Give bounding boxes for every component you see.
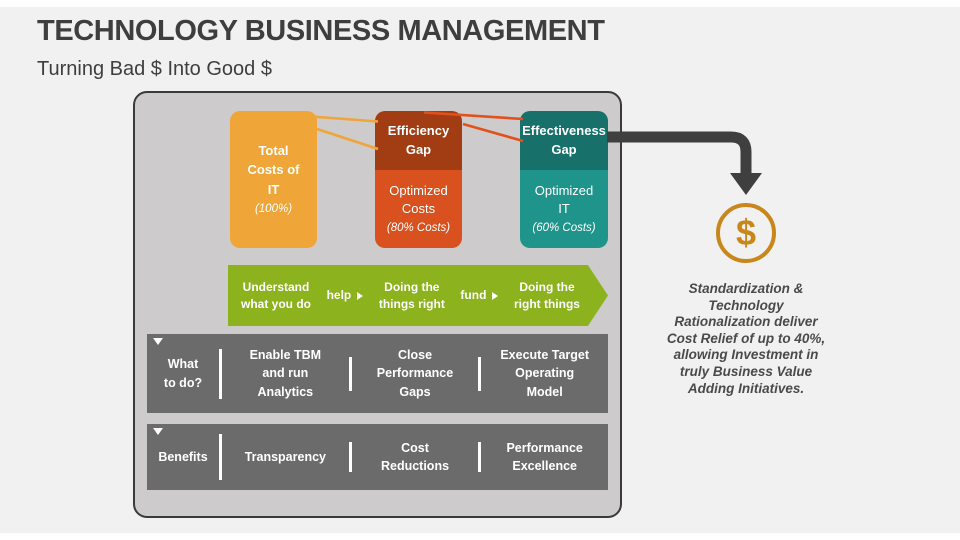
- page-title: TECHNOLOGY BUSINESS MANAGEMENT: [37, 15, 605, 47]
- fund-arrow-icon: [492, 291, 499, 300]
- optimized-costs-percent: (80% Costs): [386, 222, 451, 235]
- optimized-costs-label: Optimized Costs: [389, 182, 448, 216]
- help-link: help: [327, 287, 364, 303]
- dollar-icon: $: [716, 203, 776, 263]
- optimized-it-percent: (60% Costs): [532, 222, 596, 235]
- page-subtitle: Turning Bad $ Into Good $: [37, 58, 272, 80]
- fund-link: fund: [460, 287, 499, 303]
- step-doing-things-right: Doing the things right: [378, 280, 445, 311]
- total-costs-label: Total Costs of IT: [247, 142, 300, 197]
- fund-label: fund: [460, 288, 487, 303]
- what-to-do-item: Enable TBM and run Analytics: [249, 348, 322, 399]
- divider: [348, 356, 352, 391]
- effectiveness-gap-box: Effectiveness Gap Optimized IT (60% Cost…: [520, 111, 608, 248]
- efficiency-gap-header: Efficiency Gap: [375, 111, 462, 170]
- step-doing-right-things: Doing the right things: [513, 280, 580, 311]
- dollar-sign: $: [735, 212, 757, 253]
- total-costs-percent: (100%): [254, 203, 293, 216]
- help-arrow-icon: [357, 291, 364, 300]
- what-to-do-label: What to do?: [163, 357, 203, 390]
- optimized-it-label: Optimized IT: [534, 182, 594, 216]
- effectiveness-gap-header: Effectiveness Gap: [520, 111, 608, 170]
- divider: [478, 356, 482, 391]
- total-costs-box: Total Costs of IT (100%): [230, 111, 317, 248]
- what-to-do-bar: What to do? Enable TBM and run Analytics…: [147, 334, 608, 413]
- process-arrow-banner: Understand what you do help Doing the th…: [228, 265, 608, 326]
- benefits-bar: Benefits Transparency Cost Reductions Pe…: [147, 424, 608, 490]
- what-to-do-item: Execute Target Operating Model: [500, 348, 590, 399]
- benefits-item: Transparency: [244, 449, 326, 464]
- divider: [478, 442, 482, 472]
- efficiency-gap-box: Efficiency Gap Optimized Costs (80% Cost…: [375, 111, 462, 248]
- help-label: help: [326, 288, 352, 303]
- step-understand-what-you-do: Understand what you do: [241, 280, 311, 311]
- down-triangle-icon: [153, 338, 163, 345]
- divider: [219, 348, 222, 399]
- benefits-item: Cost Reductions: [380, 440, 450, 473]
- what-to-do-item: Close Performance Gaps: [376, 348, 454, 399]
- benefits-label: Benefits: [158, 449, 208, 464]
- benefits-item: Performance Excellence: [506, 440, 583, 473]
- divider: [348, 442, 352, 472]
- down-triangle-icon: [153, 428, 163, 435]
- result-annotation: Standardization & Technology Rationaliza…: [666, 281, 826, 396]
- divider: [219, 434, 222, 480]
